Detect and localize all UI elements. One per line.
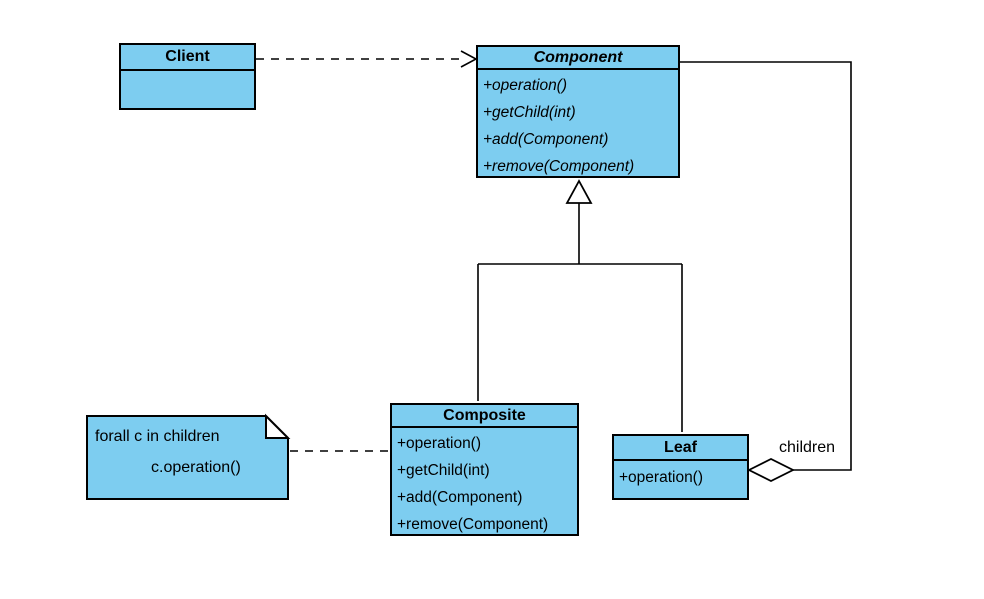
method: +operation() (483, 77, 568, 94)
note-fold-icon (265, 413, 291, 439)
edge-label-children: children (779, 439, 836, 456)
class-composite-title: Composite (392, 405, 577, 428)
method: +remove(Component) (397, 516, 549, 533)
note-shape (86, 413, 291, 500)
class-composite: Composite +operation() +getChild(int) +a… (390, 403, 579, 536)
generalization-connector (477, 179, 683, 432)
class-component: Component +operation() +getChild(int) +a… (476, 45, 680, 178)
note-line1: forall c in children (95, 428, 220, 445)
class-leaf-body: +operation() (614, 461, 747, 494)
class-component-body: +operation() +getChild(int) +add(Compone… (478, 70, 678, 180)
hollow-diamond-icon (746, 457, 796, 483)
open-arrowhead-icon (460, 50, 478, 68)
method: +operation() (619, 469, 704, 486)
method: +getChild(int) (397, 462, 490, 479)
method: +getChild(int) (483, 104, 576, 121)
class-client-body (121, 71, 254, 73)
class-component-title: Component (478, 47, 678, 70)
class-leaf: Leaf +operation() (612, 434, 749, 500)
method: +add(Component) (397, 489, 523, 506)
dependency-client-component (256, 50, 478, 68)
note-line2: c.operation() (151, 459, 241, 476)
aggregation-connector (680, 61, 852, 483)
class-client: Client (119, 43, 256, 110)
hollow-triangle-icon (565, 179, 593, 204)
method: +add(Component) (483, 131, 609, 148)
method: +remove(Component) (483, 158, 635, 175)
class-composite-body: +operation() +getChild(int) +add(Compone… (392, 428, 577, 538)
class-client-title: Client (121, 45, 254, 71)
method: +operation() (397, 435, 482, 452)
class-leaf-title: Leaf (614, 436, 747, 461)
